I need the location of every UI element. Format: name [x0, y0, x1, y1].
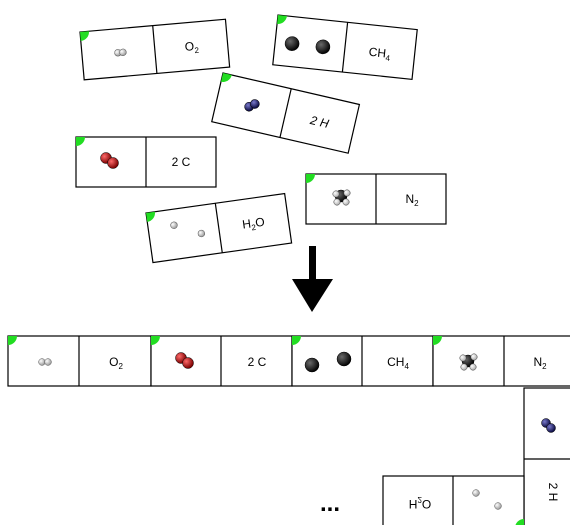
molecule-h2o-icon	[472, 489, 502, 510]
card-formula: N2	[533, 355, 547, 371]
card-formula: 2 C	[172, 155, 191, 169]
card-n2-scattered[interactable]: N2	[305, 173, 447, 225]
card-formula: O2	[184, 39, 200, 56]
corner-marker-icon	[306, 174, 315, 183]
corner-marker-icon	[76, 137, 85, 146]
molecule-h2o-icon	[170, 221, 206, 238]
card-2c-scattered[interactable]: 2 C	[75, 136, 217, 188]
card-o2-chain[interactable]: O2	[7, 335, 152, 387]
card-n2-chain[interactable]: N2	[432, 335, 570, 387]
card-divider	[152, 25, 158, 74]
card-divider	[279, 88, 292, 138]
corner-marker-icon	[151, 336, 160, 345]
corner-marker-icon	[433, 336, 442, 345]
card-ch4-chain[interactable]: CH4	[291, 335, 434, 387]
card-ch4-scattered[interactable]: CH4	[272, 14, 418, 81]
molecule-c2-icon	[175, 352, 194, 369]
molecule-o2-icon	[38, 358, 52, 366]
molecule-h2-icon	[244, 99, 260, 112]
card-divider	[214, 203, 223, 253]
card-formula: 2 C	[248, 355, 267, 369]
card-frame	[523, 387, 570, 525]
molecule-ch4-icon	[304, 351, 352, 373]
corner-marker-icon	[146, 211, 155, 222]
card-formula: 2 H	[546, 483, 560, 502]
corner-marker-icon	[292, 336, 301, 345]
card-formula: N2	[405, 192, 419, 208]
card-formula: O2	[109, 355, 123, 371]
card-o2-scattered[interactable]: O2	[79, 18, 231, 81]
card-h2o-scattered[interactable]: H2O	[145, 192, 293, 264]
card-formula: H2O	[409, 495, 431, 511]
molecule-n2-icon	[459, 353, 478, 371]
card-frame	[432, 335, 570, 387]
card-formula: CH4	[368, 45, 392, 63]
card-formula: 2 H	[308, 113, 331, 131]
card-h2o-chain[interactable]: H2O	[382, 475, 525, 525]
card-2h-chain[interactable]: 2 H	[523, 387, 570, 525]
card-2h-scattered[interactable]: 2 H	[211, 72, 361, 154]
card-formula: CH4	[387, 355, 409, 371]
corner-marker-icon	[80, 31, 89, 41]
corner-marker-icon	[277, 15, 287, 24]
card-2c-chain[interactable]: 2 C	[150, 335, 293, 387]
corner-marker-icon	[220, 73, 232, 82]
card-divider	[341, 22, 349, 73]
corner-marker-icon	[8, 336, 17, 345]
molecule-o2-icon	[114, 48, 127, 57]
continuation-ellipsis: ...	[320, 490, 340, 517]
molecule-n2-icon	[332, 189, 351, 206]
molecule-ch4-icon	[284, 36, 331, 55]
corner-marker-icon	[515, 519, 524, 525]
molecule-c2-icon	[100, 152, 119, 169]
card-formula: H2O	[241, 215, 265, 234]
down-arrow-icon	[292, 246, 333, 312]
molecule-h2-icon	[541, 418, 556, 433]
